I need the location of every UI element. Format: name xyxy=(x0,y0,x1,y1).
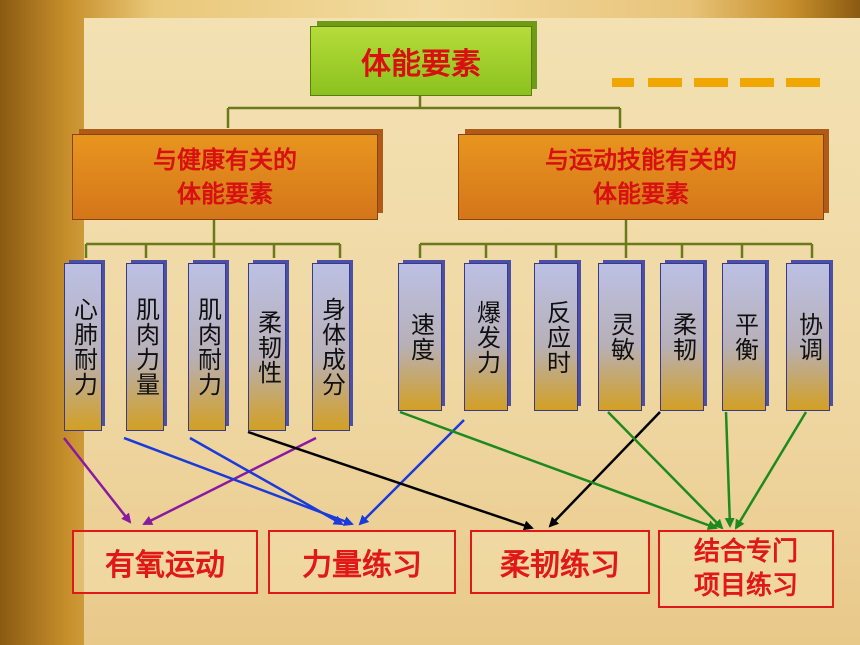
skill-item-balance: 平衡 xyxy=(722,263,766,411)
skill-item-flexibility: 柔韧 xyxy=(660,263,704,411)
practice-aerobic: 有氧运动 xyxy=(72,530,258,594)
health-item-label: 肌肉力量 xyxy=(131,297,160,397)
health-item-flexibility: 柔韧性 xyxy=(248,263,286,431)
root-node: 体能要素 xyxy=(310,26,532,96)
health-item-label: 柔韧性 xyxy=(253,309,282,385)
practice-flexibility: 柔韧练习 xyxy=(470,530,650,594)
skill-item-coordination: 协调 xyxy=(786,263,830,411)
skill-branch-node: 与运动技能有关的 体能要素 xyxy=(458,134,824,220)
health-item-composition: 身体成分 xyxy=(312,263,350,431)
orange-bar-icon xyxy=(740,78,774,87)
skill-item-label: 爆发力 xyxy=(472,299,501,375)
health-item-label: 肌肉耐力 xyxy=(193,297,222,397)
practice-label: 结合专门 项目练习 xyxy=(693,537,798,601)
skill-item-label: 反应时 xyxy=(542,299,571,375)
practice-label: 力量练习 xyxy=(302,548,422,583)
orange-bar-icon xyxy=(648,78,682,87)
health-item-label: 心肺耐力 xyxy=(69,297,98,397)
practice-label: 柔韧练习 xyxy=(500,548,620,583)
orange-bar-icon xyxy=(786,78,820,87)
health-item-label: 身体成分 xyxy=(317,297,346,397)
skill-item-power: 爆发力 xyxy=(464,263,508,411)
health-branch-node: 与健康有关的 体能要素 xyxy=(72,134,378,220)
orange-bar-icon xyxy=(612,78,634,87)
health-item-cardio: 心肺耐力 xyxy=(64,263,102,431)
skill-item-agility: 灵敏 xyxy=(598,263,642,411)
skill-item-label: 平衡 xyxy=(730,312,759,362)
skill-item-label: 灵敏 xyxy=(606,312,635,362)
practice-label: 有氧运动 xyxy=(105,548,225,583)
skill-item-label: 协调 xyxy=(794,312,823,362)
health-item-endurance: 肌肉耐力 xyxy=(188,263,226,431)
skill-item-label: 柔韧 xyxy=(668,312,697,362)
skill-item-reaction: 反应时 xyxy=(534,263,578,411)
root-label: 体能要素 xyxy=(361,47,481,82)
orange-bar-icon xyxy=(694,78,728,87)
practice-specialized: 结合专门 项目练习 xyxy=(658,530,834,608)
health-item-strength: 肌肉力量 xyxy=(126,263,164,431)
skill-item-label: 速度 xyxy=(406,312,435,362)
skill-item-speed: 速度 xyxy=(398,263,442,411)
practice-strength: 力量练习 xyxy=(268,530,456,594)
health-branch-label: 与健康有关的 体能要素 xyxy=(153,146,297,208)
skill-branch-label: 与运动技能有关的 体能要素 xyxy=(545,146,737,208)
